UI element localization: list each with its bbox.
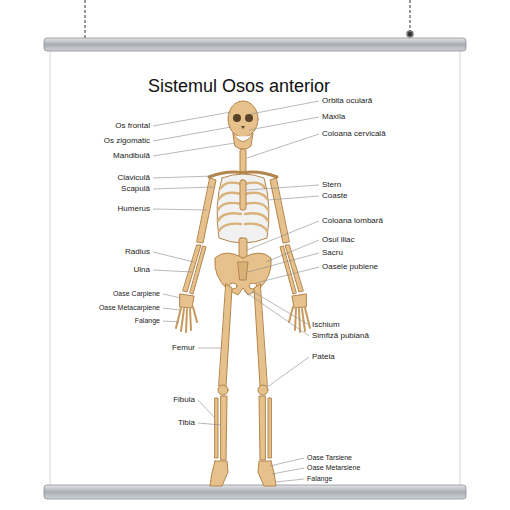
bone-label: Ischium xyxy=(312,320,340,330)
bone-label: Sacru xyxy=(322,248,343,258)
bone-label: Scapulă xyxy=(121,184,150,194)
bone-label: Os zigomatic xyxy=(104,136,150,146)
bone-label: Simfiză pubiană xyxy=(312,331,369,341)
bone-label: Fibula xyxy=(173,395,195,405)
bone-label: Claviculă xyxy=(118,173,150,183)
bone-label: Coaste xyxy=(322,191,347,201)
bone-label: Oase Metacarpiene xyxy=(99,303,160,313)
bone-label: Oase Carpiene xyxy=(113,289,160,299)
top-rail xyxy=(44,38,466,51)
bone-label: Falange xyxy=(307,474,332,484)
bone-label: Osul iliac xyxy=(322,235,354,245)
poster-title: Sistemul Osos anterior xyxy=(148,76,330,97)
bone-label: Patela xyxy=(312,352,335,362)
bone-label: Ulna xyxy=(134,265,150,275)
bottom-rail xyxy=(44,485,466,499)
bone-label: Stern xyxy=(322,180,341,190)
bone-label: Coloana cervicală xyxy=(322,129,386,139)
poster-sheet xyxy=(50,50,460,488)
bone-label: Coloana lombară xyxy=(322,216,383,226)
bone-label: Oase Tarsiene xyxy=(307,453,352,463)
bone-label: Femur xyxy=(172,343,195,353)
bone-label: Orbita oculară xyxy=(322,96,372,106)
leader-lines xyxy=(153,101,319,482)
skeleton xyxy=(176,101,310,486)
bone-label: Os frontal xyxy=(115,121,150,131)
bone-label: Maxila xyxy=(322,112,345,122)
bone-label: Radius xyxy=(125,247,150,257)
bone-label: Oase Metarsiene xyxy=(307,463,360,473)
bone-label: Humerus xyxy=(118,204,150,214)
bone-label: Mandibulă xyxy=(113,151,150,161)
bone-label: Oasele pubiene xyxy=(322,262,378,272)
bone-label: Tibia xyxy=(178,418,195,428)
bone-label: Falange xyxy=(135,316,160,326)
